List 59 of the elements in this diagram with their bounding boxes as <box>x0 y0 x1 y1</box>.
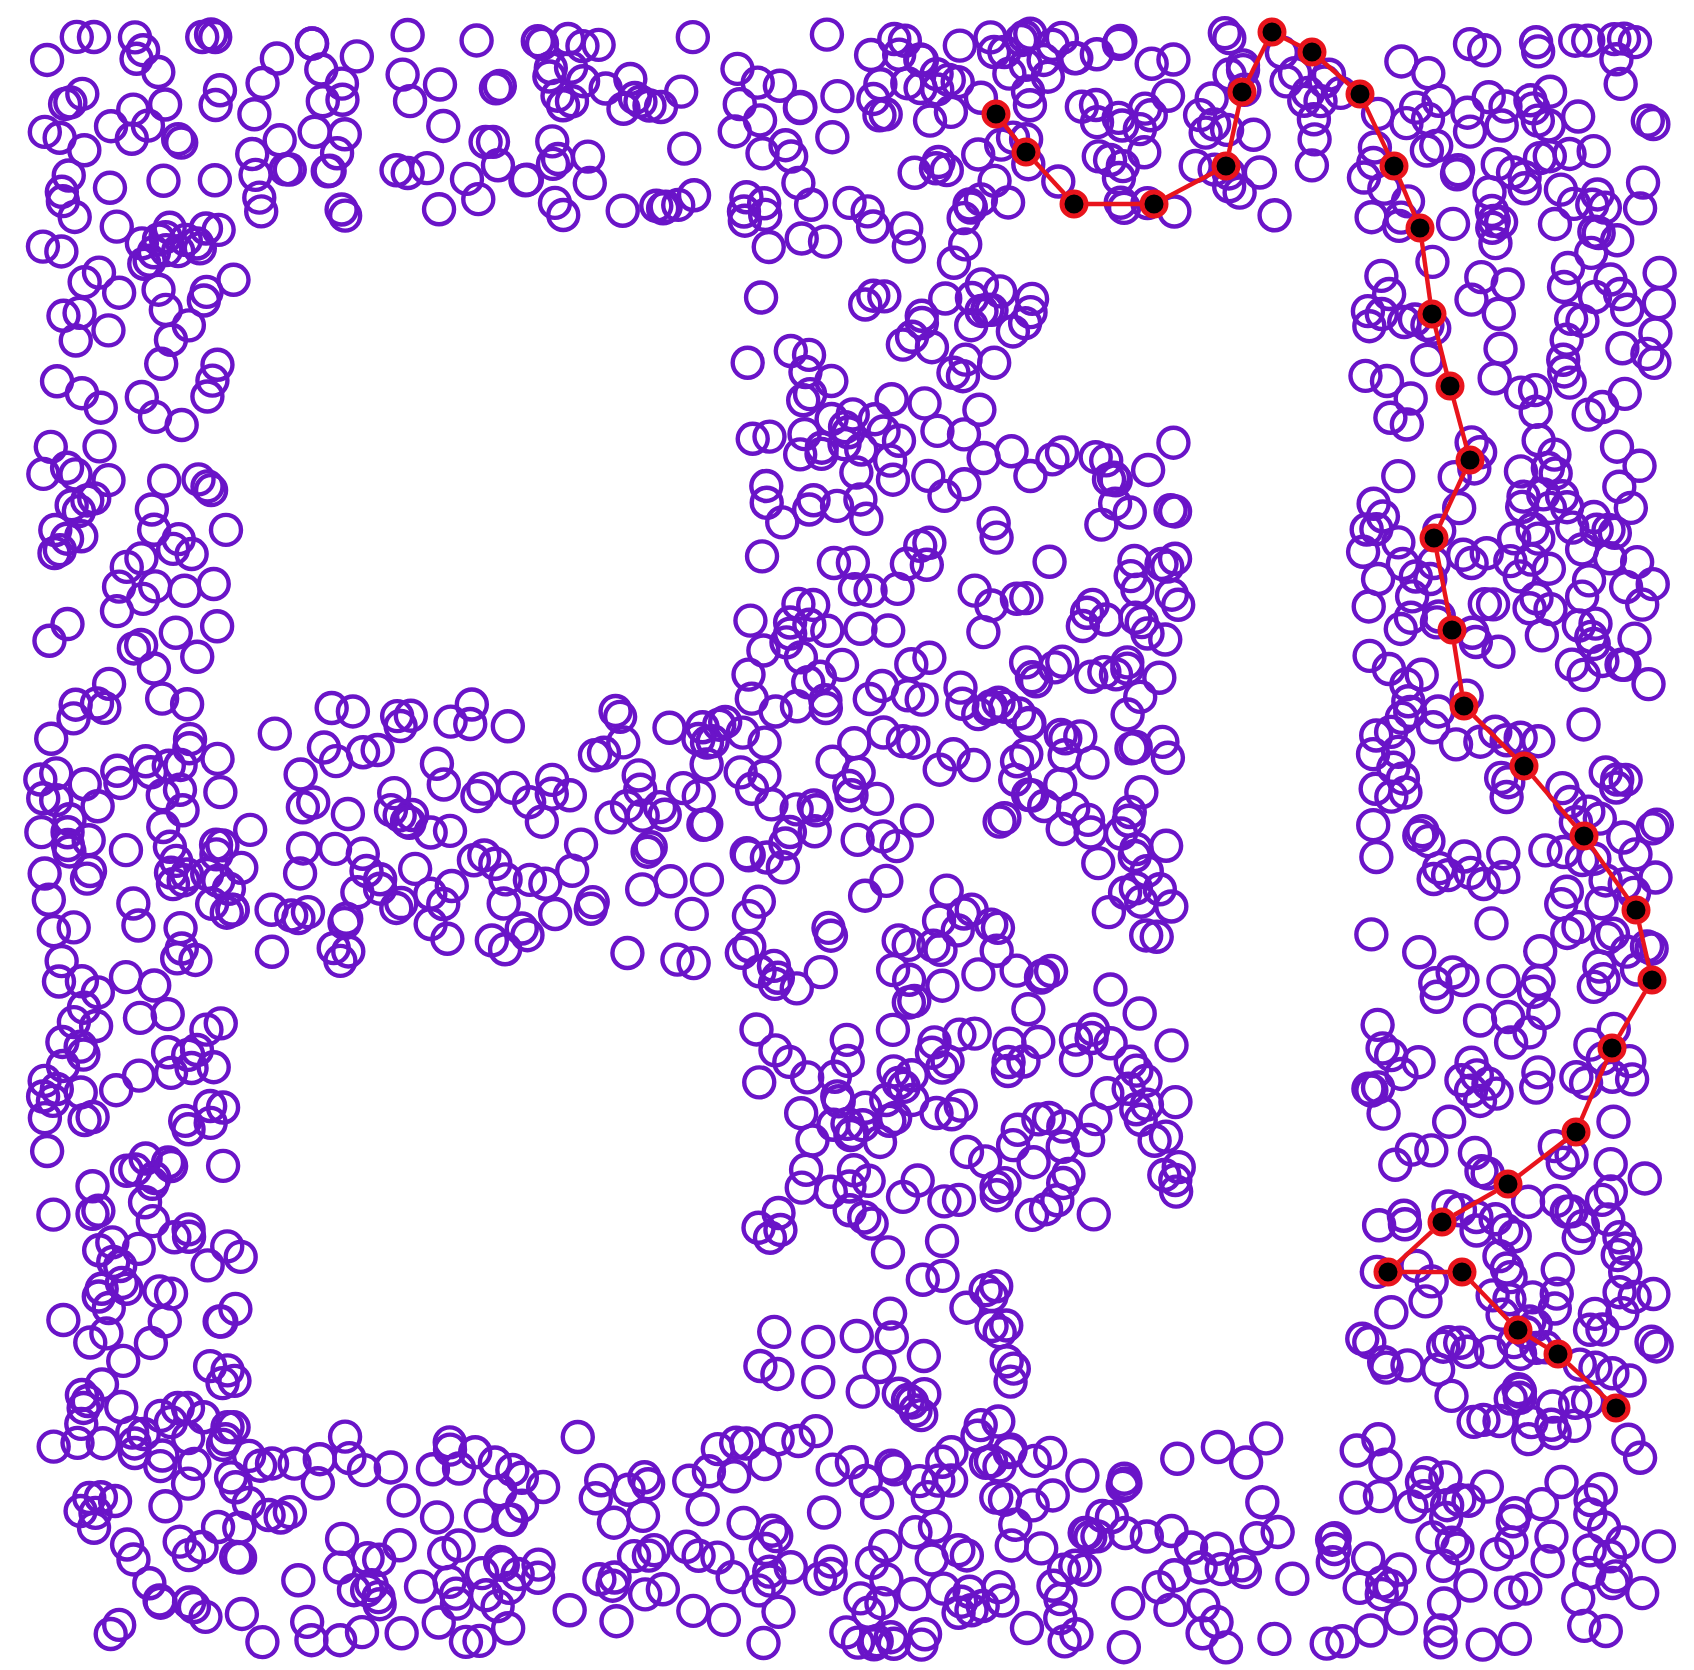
path-point <box>1509 751 1539 781</box>
path-segment <box>1579 1060 1609 1120</box>
path-segment <box>1636 923 1652 967</box>
path-segment <box>1321 59 1351 87</box>
path-point <box>1503 1315 1533 1345</box>
path-segment <box>1165 170 1215 200</box>
path-point <box>1373 1257 1403 1287</box>
path-segment <box>1528 1335 1548 1349</box>
path-point <box>1379 151 1409 181</box>
path-segment <box>1396 1229 1434 1265</box>
path-point <box>1211 151 1241 181</box>
path-point <box>1601 1393 1631 1423</box>
path-segment <box>1434 551 1452 617</box>
path-point <box>1621 895 1651 925</box>
path-segment <box>1226 105 1242 153</box>
path-segment <box>1452 643 1464 693</box>
path-point <box>1449 691 1479 721</box>
path-point <box>1417 299 1447 329</box>
path-point <box>1493 1169 1523 1199</box>
path-segment <box>1364 105 1390 155</box>
path-segment <box>1437 471 1467 527</box>
path-segment <box>1472 714 1516 758</box>
path-point <box>1405 213 1435 243</box>
path-point <box>1543 1339 1573 1369</box>
path-point <box>1227 77 1257 107</box>
path-segment <box>1397 178 1417 216</box>
path-point <box>1257 17 1287 47</box>
path-segment <box>1566 1361 1608 1401</box>
path-segment <box>1453 1189 1497 1217</box>
path-point <box>1455 445 1485 475</box>
path-point <box>1435 371 1465 401</box>
path-segment <box>1617 990 1647 1038</box>
path-segment <box>1088 201 1140 207</box>
path-point <box>1345 79 1375 109</box>
path-point <box>981 99 1011 129</box>
path-segment <box>1433 327 1449 373</box>
path-point <box>1419 523 1449 553</box>
path-segment <box>1419 241 1433 301</box>
path-segment <box>1590 846 1630 900</box>
path-segment <box>1033 160 1067 196</box>
path-segment <box>1002 123 1020 143</box>
path-point <box>1569 821 1599 851</box>
path-point <box>1597 1033 1627 1063</box>
path-point <box>1447 1257 1477 1287</box>
path-point <box>1139 189 1169 219</box>
path-segment <box>1402 1269 1448 1275</box>
path-segment <box>1531 775 1577 827</box>
path-segment <box>1283 36 1301 48</box>
path-point <box>1437 615 1467 645</box>
path-segment <box>1470 1280 1510 1322</box>
path-segment <box>1451 398 1469 448</box>
path-point <box>1561 1117 1591 1147</box>
path-point <box>1297 37 1327 67</box>
path-point <box>1059 189 1089 219</box>
path-point <box>1637 965 1667 995</box>
path-segment <box>1246 43 1268 81</box>
path-point <box>1011 137 1041 167</box>
path-segment <box>1517 1138 1567 1178</box>
path-point <box>1427 1207 1457 1237</box>
